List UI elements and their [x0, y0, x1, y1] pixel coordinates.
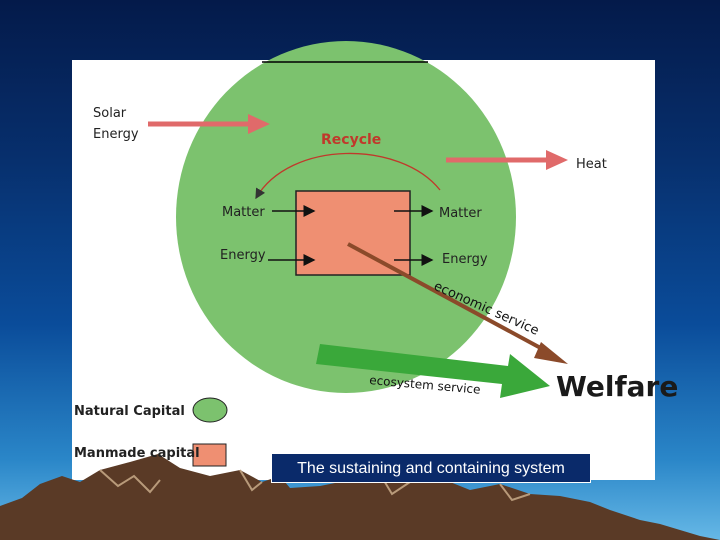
legend-natural-label: Natural Capital [74, 404, 185, 419]
recycle-label: Recycle [321, 132, 381, 148]
solar-label-1: Solar [93, 106, 126, 121]
matter-in-label: Matter [222, 205, 265, 220]
heat-label: Heat [576, 157, 607, 172]
solar-label-2: Energy [93, 127, 139, 142]
caption: The sustaining and containing system [271, 453, 591, 483]
energy-in-label: Energy [220, 248, 266, 263]
welfare-label: Welfare [556, 370, 678, 403]
matter-out-label: Matter [439, 206, 482, 221]
legend-manmade-label: Manmade capital [74, 446, 200, 461]
manmade-capital-box [296, 191, 410, 275]
energy-out-label: Energy [442, 252, 488, 267]
legend-natural-swatch [193, 398, 227, 422]
